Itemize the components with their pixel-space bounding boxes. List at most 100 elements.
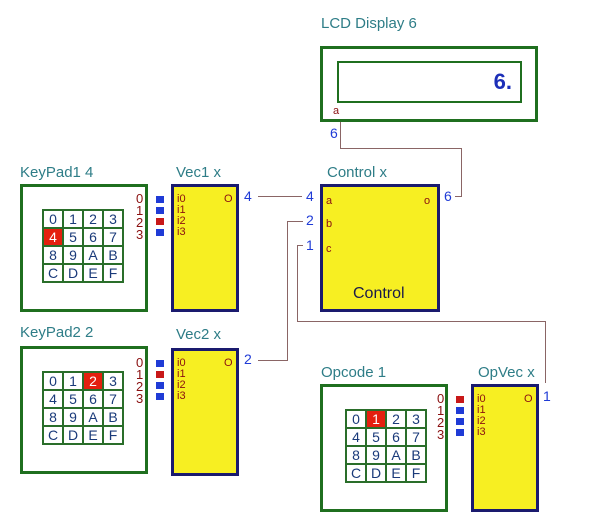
vec1-pin-2[interactable] — [156, 218, 164, 225]
opcode-key-0[interactable]: 0 — [346, 410, 366, 428]
keypad2-key-8[interactable]: 8 — [43, 408, 63, 426]
vec1-pin-0[interactable] — [156, 196, 164, 203]
keypad2-key-a[interactable]: A — [83, 408, 103, 426]
opvec-output: O — [524, 393, 533, 405]
vec2-block[interactable]: i0 i1 i2 i3 O — [171, 348, 239, 476]
vec2-input-i2: i2 — [177, 379, 186, 391]
opvec-block[interactable]: i0 i1 i2 i3 O — [471, 384, 539, 512]
control-title: Control x — [327, 164, 388, 181]
keypad2-key-6[interactable]: 6 — [83, 390, 103, 408]
keypad1-key-5[interactable]: 5 — [63, 228, 83, 246]
control-label: Control — [353, 285, 405, 302]
vec1-pin-3[interactable] — [156, 229, 164, 236]
control-block[interactable]: a b c o Control — [320, 184, 440, 312]
keypad1-key-d[interactable]: D — [63, 264, 83, 282]
keypad1-key-e[interactable]: E — [83, 264, 103, 282]
opvec-bit-label-1: 1 — [437, 403, 445, 418]
opcode-key-b[interactable]: B — [406, 446, 426, 464]
opvec-pin-2[interactable] — [456, 418, 464, 425]
wire-vec2-h — [258, 360, 288, 361]
keypad2-key-5[interactable]: 5 — [63, 390, 83, 408]
keypad1-key-c[interactable]: C — [43, 264, 63, 282]
vec2-output: O — [224, 357, 233, 369]
opvec-input-i2: i2 — [477, 415, 486, 427]
keypad2-key-1[interactable]: 1 — [63, 372, 83, 390]
opvec-pin-1[interactable] — [456, 407, 464, 414]
keypad2-key-0[interactable]: 0 — [43, 372, 63, 390]
control-port-a: a — [326, 195, 333, 207]
wire-opvec-v2 — [545, 321, 546, 383]
keypad2-key-4[interactable]: 4 — [43, 390, 63, 408]
opvec-bit-label-2: 2 — [437, 415, 445, 430]
keypad2-key-7[interactable]: 7 — [103, 390, 123, 408]
vec1-input-i0: i0 — [177, 193, 186, 205]
keypad1-key-1[interactable]: 1 — [63, 210, 83, 228]
keypad2-key-3[interactable]: 3 — [103, 372, 123, 390]
opcode-title: Opcode 1 — [321, 364, 387, 381]
vec1-bit-label-2: 2 — [136, 215, 144, 230]
keypad2-title: KeyPad2 2 — [20, 324, 94, 341]
vec1-input-i2: i2 — [177, 215, 186, 227]
keypad2-key-b[interactable]: B — [103, 408, 123, 426]
lcd-display[interactable]: 6. a — [320, 46, 538, 122]
vec2-pin-3[interactable] — [156, 393, 164, 400]
keypad1-key-0[interactable]: 0 — [43, 210, 63, 228]
opcode-key-7[interactable]: 7 — [406, 428, 426, 446]
keypad1-key-2[interactable]: 2 — [83, 210, 103, 228]
vec1-block[interactable]: i0 i1 i2 i3 O — [171, 184, 239, 312]
keypad1-key-6[interactable]: 6 — [83, 228, 103, 246]
opcode-key-3[interactable]: 3 — [406, 410, 426, 428]
opcode-key-2[interactable]: 2 — [386, 410, 406, 428]
lcd-screen: 6. — [337, 61, 522, 103]
opvec-input-i0: i0 — [477, 393, 486, 405]
keypad1-key-3[interactable]: 3 — [103, 210, 123, 228]
opcode-key-9[interactable]: 9 — [366, 446, 386, 464]
opvec-pin-0[interactable] — [456, 396, 464, 403]
keypad2-key-2[interactable]: 2 — [83, 372, 103, 390]
keypad1-key-7[interactable]: 7 — [103, 228, 123, 246]
keypad2-key-9[interactable]: 9 — [63, 408, 83, 426]
vec2-bit-label-2: 2 — [136, 379, 144, 394]
opcode-key-6[interactable]: 6 — [386, 428, 406, 446]
control-b-value: 2 — [306, 212, 314, 228]
opcode-key-c[interactable]: C — [346, 464, 366, 482]
vec1-out-value: 4 — [244, 188, 252, 204]
vec2-pin-0[interactable] — [156, 360, 164, 367]
opcode-key-8[interactable]: 8 — [346, 446, 366, 464]
keypad1-key-8[interactable]: 8 — [43, 246, 63, 264]
vec2-pin-1[interactable] — [156, 371, 164, 378]
vec2-out-value: 2 — [244, 351, 252, 367]
keypad1-key-b[interactable]: B — [103, 246, 123, 264]
vec1-pin-1[interactable] — [156, 207, 164, 214]
wire-opvec-v1 — [297, 245, 298, 322]
control-output: o — [424, 195, 431, 207]
opcode-key-e[interactable]: E — [386, 464, 406, 482]
opcode-key-d[interactable]: D — [366, 464, 386, 482]
opcode-key-a[interactable]: A — [386, 446, 406, 464]
keypad1-key-a[interactable]: A — [83, 246, 103, 264]
keypad2-key-e[interactable]: E — [83, 426, 103, 444]
opvec-input-i1: i1 — [477, 404, 486, 416]
wire-vec2-control-b — [287, 221, 303, 222]
wire-vec2-v — [287, 221, 288, 361]
keypad1-key-9[interactable]: 9 — [63, 246, 83, 264]
keypad2-key-d[interactable]: D — [63, 426, 83, 444]
keypad1-key-f[interactable]: F — [103, 264, 123, 282]
opcode-key-f[interactable]: F — [406, 464, 426, 482]
vec1-title: Vec1 x — [176, 164, 222, 181]
keypad1-key-4[interactable]: 4 — [43, 228, 63, 246]
opvec-pin-3[interactable] — [456, 429, 464, 436]
vec2-input-i3: i3 — [177, 390, 186, 402]
keypad2-key-f[interactable]: F — [103, 426, 123, 444]
vec2-pin-2[interactable] — [156, 382, 164, 389]
vec1-output: O — [224, 193, 233, 205]
keypad2-key-c[interactable]: C — [43, 426, 63, 444]
vec2-input-i0: i0 — [177, 357, 186, 369]
opcode-key-5[interactable]: 5 — [366, 428, 386, 446]
opcode-key-4[interactable]: 4 — [346, 428, 366, 446]
opcode-key-1[interactable]: 1 — [366, 410, 386, 428]
